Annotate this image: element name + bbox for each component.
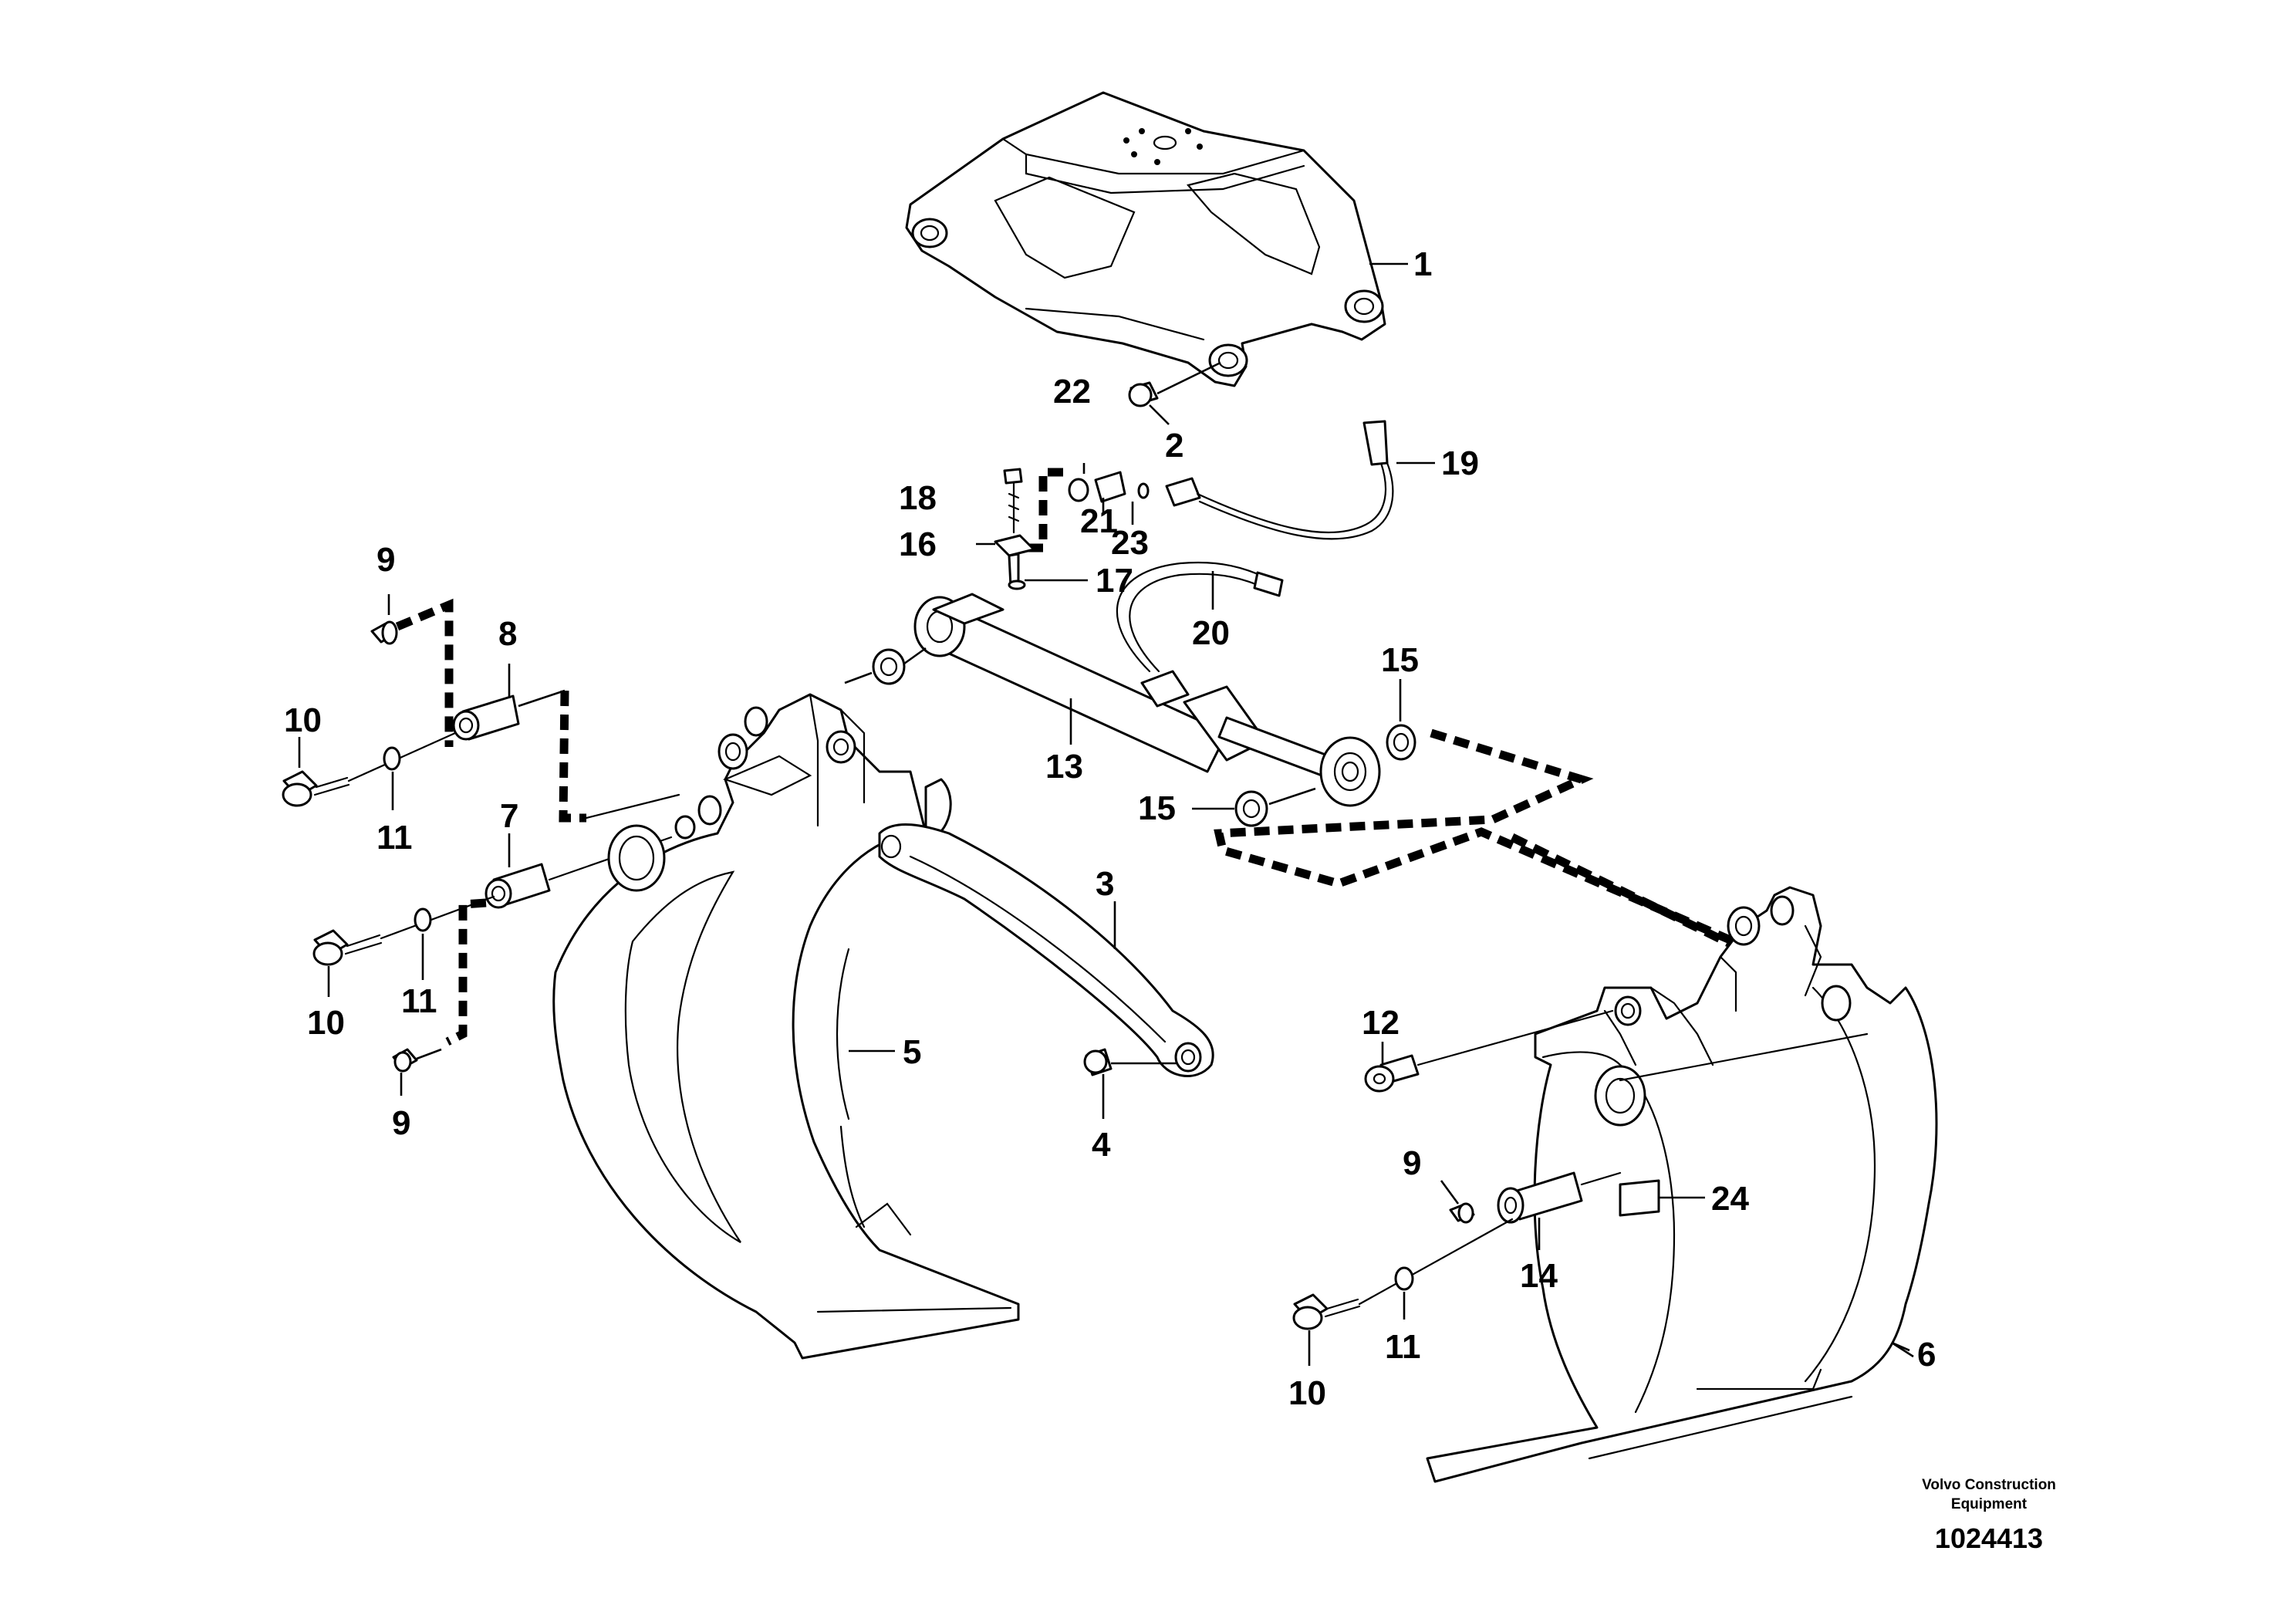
callout-12: 12 (1362, 1004, 1400, 1042)
manufacturer-line1: Volvo Construction (1922, 1477, 2056, 1493)
seal-ring-left (844, 647, 927, 685)
callout-8: 8 (498, 615, 517, 653)
part-10-bolt-middle (312, 929, 383, 997)
callout-10-upper: 10 (284, 701, 322, 739)
part-7-bushing (485, 833, 551, 909)
callout-10-right: 10 (1288, 1374, 1326, 1412)
callout-4: 4 (1092, 1126, 1111, 1164)
part-11-washer-right (1394, 1266, 1414, 1320)
part-9-grease-nipple-right (1440, 1180, 1475, 1224)
callout-13: 13 (1045, 748, 1083, 786)
callout-2: 2 (1165, 427, 1183, 465)
part-4-bushing (1083, 1048, 1177, 1119)
callout-9-lower: 9 (392, 1104, 410, 1142)
callout-19: 19 (1441, 444, 1479, 482)
callout-1: 1 (1413, 245, 1432, 283)
part-8-bushing (452, 664, 566, 741)
part-18-bolt (1003, 468, 1023, 534)
part-23-oring (1137, 482, 1150, 499)
callout-11-right: 11 (1385, 1328, 1421, 1366)
callout-9-right: 9 (1403, 1144, 1421, 1182)
axis-line-right (1358, 1218, 1514, 1306)
part-11-washer-upper (383, 746, 401, 810)
manufacturer-line2: Equipment (1951, 1496, 2028, 1512)
part-16-clamp (976, 534, 1088, 590)
part-15-washer-upper (1386, 679, 1416, 761)
callout-3: 3 (1096, 865, 1114, 903)
axis-line-upper (347, 732, 457, 782)
callout-labels: 1 2 3 4 5 6 7 8 9 9 9 10 10 10 11 11 11 … (284, 245, 1936, 1412)
part-14-pin (1497, 1171, 1622, 1250)
callout-5: 5 (903, 1033, 921, 1071)
part-21-adapter (1094, 471, 1126, 503)
part-15-washer-lower (1192, 787, 1316, 827)
callout-18: 18 (899, 479, 937, 517)
callout-7: 7 (500, 797, 518, 835)
part-24-decal (1619, 1179, 1705, 1217)
dashed-route-8 (559, 690, 586, 823)
callout-17: 17 (1096, 562, 1133, 600)
axis-line-middle (380, 895, 495, 940)
callout-15-upper: 15 (1381, 641, 1419, 679)
figure-number: 1024413 (1935, 1522, 2043, 1554)
route-line-8 (585, 793, 680, 819)
part-22-washer (1068, 478, 1089, 502)
callout-10-middle: 10 (307, 1004, 345, 1042)
part-2-bushing (1128, 361, 1221, 425)
callout-11-upper: 11 (376, 819, 413, 857)
part-17-ring (1008, 580, 1026, 590)
callout-22: 22 (1053, 373, 1091, 411)
leader-6 (1891, 1341, 1910, 1352)
part-10-bolt-right (1292, 1293, 1361, 1366)
part-5-grapple-left (552, 693, 1020, 1360)
part-6-grapple-right (1426, 886, 1938, 1483)
fittings-group (1068, 420, 1435, 540)
dashed-route-9-8 (395, 598, 454, 747)
part-12-pin (1364, 1009, 1614, 1093)
callout-6: 6 (1917, 1336, 1936, 1374)
footer-credit: Volvo Construction Equipment 1024413 (1922, 1477, 2056, 1554)
part-3-link-arm (878, 823, 1214, 1077)
callout-23: 23 (1111, 524, 1149, 562)
dashed-route-cylinder (1214, 728, 1754, 954)
part-13-cylinder (913, 561, 1381, 807)
dashed-route-7-9 (445, 898, 487, 1046)
part-19-hose-end (1362, 420, 1389, 466)
callout-9-upper: 9 (376, 541, 395, 579)
callout-11-middle: 11 (401, 982, 437, 1020)
callout-14: 14 (1520, 1257, 1558, 1295)
callout-24: 24 (1711, 1180, 1749, 1218)
part-1-frame (905, 91, 1386, 387)
callout-16: 16 (899, 525, 937, 563)
callout-15-lower: 15 (1138, 789, 1176, 827)
dashed-connection-22-16 (1022, 468, 1063, 552)
part-9-grease-nipple-lower (392, 1048, 442, 1096)
part-10-bolt-upper (282, 737, 350, 807)
callout-20: 20 (1192, 614, 1230, 652)
part-11-washer-middle (414, 907, 432, 980)
callout-21: 21 (1080, 502, 1118, 540)
part-9-grease-nipple-upper (370, 594, 398, 645)
